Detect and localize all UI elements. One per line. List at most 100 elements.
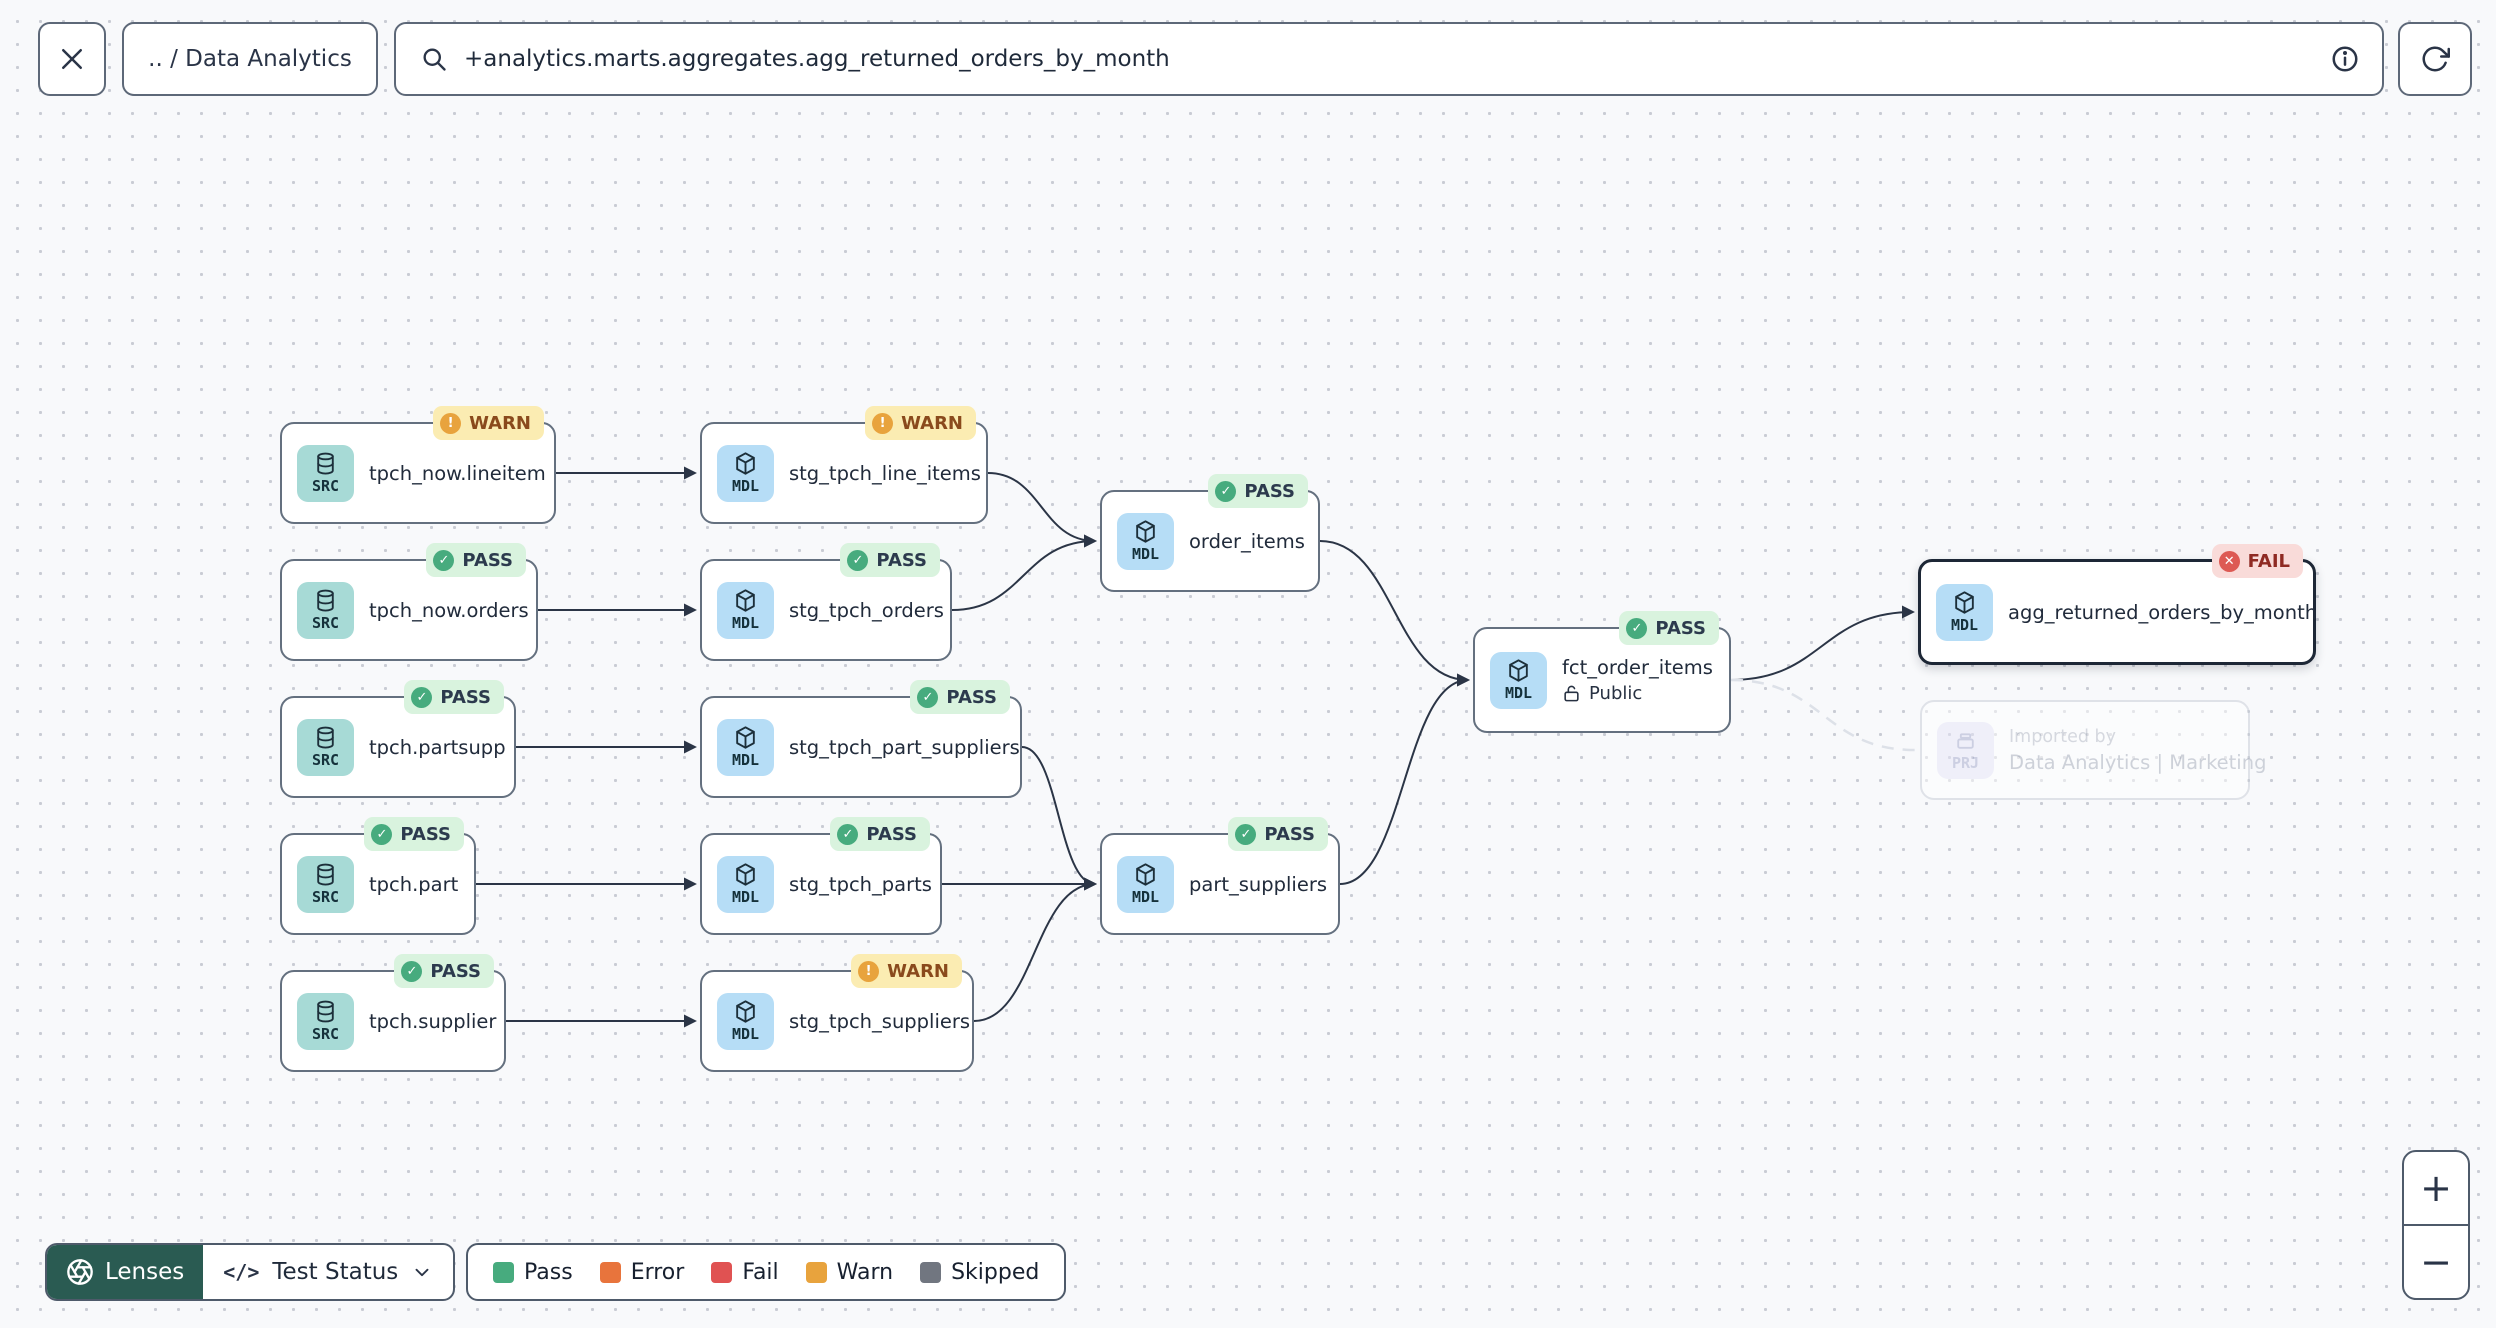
node-label: stg_tpch_parts	[789, 872, 932, 896]
legend-item-warn: Warn	[805, 1259, 894, 1285]
status-badge-label: PASS	[1264, 823, 1315, 845]
legend-swatch	[920, 1261, 942, 1283]
pass-icon: ✓	[1626, 617, 1648, 639]
close-icon	[62, 49, 82, 69]
database-icon: SRC	[297, 718, 354, 776]
legend-swatch	[493, 1261, 514, 1283]
cube-icon: MDL	[717, 444, 774, 502]
search-bar[interactable]	[394, 22, 2384, 96]
database-icon: SRC	[297, 992, 354, 1050]
node-kind-label: PRJ	[1951, 754, 1980, 772]
edge-fct_order_items-to-imported_by	[1730, 678, 1916, 752]
status-badge-label: WARN	[469, 412, 531, 434]
search-input[interactable]	[464, 46, 2314, 72]
node-visibility: Public	[1562, 683, 1713, 704]
status-badge-label: PASS	[866, 823, 917, 845]
node-label: tpch_now.orders	[369, 598, 529, 622]
pass-icon: ✓	[837, 823, 859, 845]
node-kind-label: MDL	[1131, 888, 1160, 906]
database-icon: SRC	[297, 581, 354, 639]
database-icon: SRC	[297, 444, 354, 502]
graph-node-agg_returned_orders_by_month[interactable]: ✕FAIL MDL agg_returned_orders_by_month	[1918, 544, 2318, 665]
cube-icon: MDL	[1490, 651, 1547, 709]
edge-order_items-to-fct_order_items	[1319, 540, 1470, 687]
refresh-icon	[2422, 46, 2450, 72]
graph-node-tpch_now_lineitem[interactable]: ! WARN SRC tpch_now.lineitem	[280, 406, 556, 524]
status-badge: !WARN	[851, 954, 962, 988]
zoom-controls: + −	[2402, 1150, 2470, 1300]
chevron-down-icon	[415, 1268, 429, 1277]
node-label: agg_returned_orders_by_month	[2008, 600, 2318, 624]
info-icon[interactable]	[2330, 44, 2360, 74]
box-icon: PRJ	[1937, 721, 1994, 779]
node-label: tpch.supplier	[369, 1009, 497, 1033]
node-text: stg_tpch_orders	[789, 599, 944, 622]
status-badge-label: PASS	[876, 549, 927, 571]
node-kind-label: SRC	[311, 888, 340, 906]
status-badge: ✓ PASS	[364, 817, 464, 851]
pass-icon: ✓	[401, 960, 423, 982]
fail-icon: ✕	[2218, 550, 2240, 572]
status-badge-label: PASS	[400, 823, 451, 845]
status-badge-label: PASS	[1244, 480, 1295, 502]
node-kind-label: MDL	[731, 1025, 760, 1043]
lenses-button[interactable]: Lenses	[47, 1245, 204, 1299]
legend-label: Fail	[742, 1259, 779, 1285]
zoom-out-button[interactable]: −	[2404, 1226, 2468, 1298]
status-badge: ✓PASS	[394, 954, 494, 988]
zoom-divider	[2404, 1224, 2468, 1226]
refresh-button[interactable]	[2398, 22, 2472, 96]
status-badge: ✕FAIL	[2211, 544, 2303, 578]
legend-label: Warn	[836, 1259, 894, 1285]
cube-icon: MDL	[717, 718, 774, 776]
lens-selector-label: Test Status	[272, 1259, 399, 1285]
node-text: stg_tpch_parts	[789, 873, 932, 896]
warn-icon: !	[872, 412, 894, 434]
node-text: stg_tpch_suppliers	[789, 1010, 970, 1033]
node-label: stg_tpch_part_suppliers	[789, 735, 1020, 759]
status-badge: ! WARN	[433, 406, 544, 440]
node-label: order_items	[1189, 529, 1305, 553]
legend-item-skipped: Skipped	[920, 1260, 1039, 1285]
graph-node-stg_tpch_suppliers[interactable]: !WARN MDL stg_tpch_suppliers	[700, 954, 974, 1072]
edge-stg_tpch_line_items-to-order_items	[987, 472, 1097, 548]
zoom-in-button[interactable]: +	[2404, 1152, 2468, 1224]
node-label: stg_tpch_orders	[789, 598, 944, 622]
breadcrumb[interactable]: .. / Data Analytics	[122, 22, 378, 96]
cube-icon: MDL	[1936, 583, 1993, 641]
node-text: tpch_now.lineitem	[369, 462, 546, 485]
status-badge: ✓ PASS	[830, 817, 930, 851]
pass-icon: ✓	[371, 823, 393, 845]
node-subtitle: Imported by	[2009, 726, 2116, 747]
graph-node-stg_tpch_part_suppliers[interactable]: ✓PASS MDL stg_tpch_part_suppliers	[700, 680, 1022, 798]
node-kind-label: SRC	[311, 751, 340, 769]
node-kind-label: MDL	[731, 477, 760, 495]
graph-node-tpch_supplier[interactable]: ✓PASS SRC tpch.supplier	[280, 954, 506, 1072]
status-badge: !WARN	[865, 406, 976, 440]
node-kind-label: MDL	[1504, 684, 1533, 702]
warn-icon: !	[440, 412, 462, 434]
status-badge-label: PASS	[1655, 617, 1706, 639]
database-icon: SRC	[297, 855, 354, 913]
status-badge-label: WARN	[887, 960, 949, 982]
edge-stg_tpch_part_suppliers-to-part_suppliers	[1021, 746, 1097, 891]
status-badge: ✓PASS	[910, 680, 1010, 714]
pass-icon: ✓	[411, 686, 433, 708]
close-button[interactable]	[38, 22, 106, 96]
node-kind-label: MDL	[1950, 616, 1979, 634]
lens-selector[interactable]: </> Test Status	[203, 1245, 453, 1299]
legend-swatch	[599, 1261, 621, 1283]
